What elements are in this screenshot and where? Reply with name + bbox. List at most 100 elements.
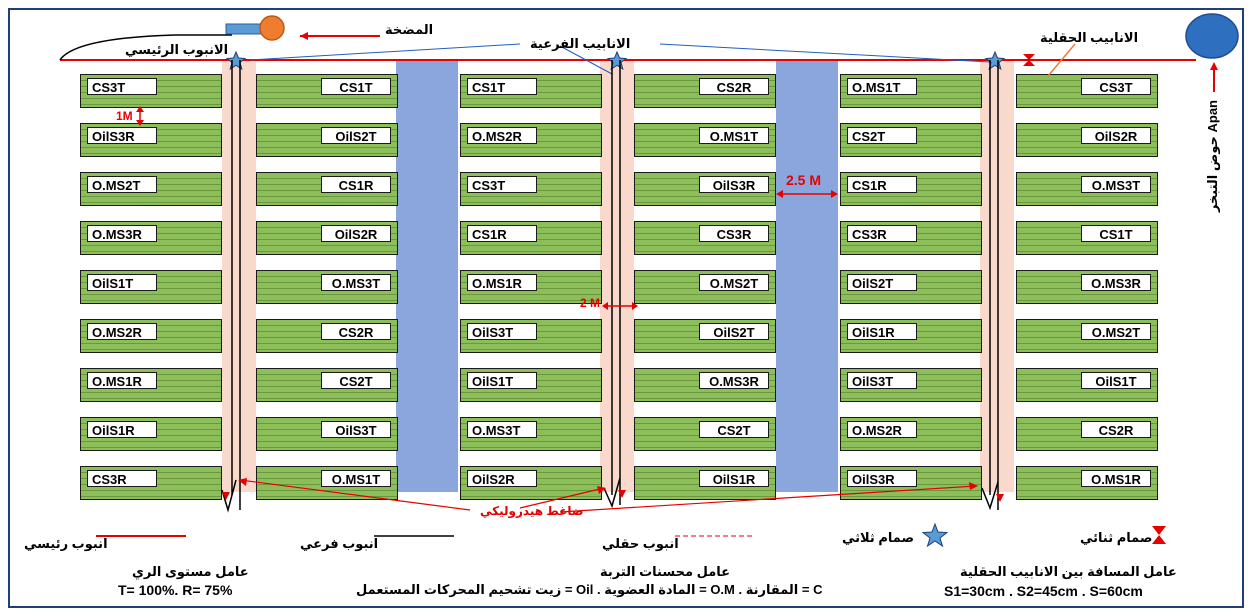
legend-main-pipe-label: انبوب رئيسي — [24, 536, 108, 551]
plot-label: O.MS3T — [1081, 176, 1151, 193]
plot-label: O.MS1T — [847, 78, 917, 95]
plot-cell: O.MS1T — [634, 123, 776, 157]
plot-label: CS3T — [1081, 78, 1151, 95]
plot-label: O.MS1R — [1081, 470, 1151, 487]
plot-cell: OilS3R — [840, 466, 982, 500]
plot-label: OilS3R — [699, 176, 769, 193]
plot-label: OilS1R — [699, 470, 769, 487]
plot-label: CS1R — [847, 176, 917, 193]
plot-cell: OilS1R — [80, 417, 222, 451]
plot-label: CS2T — [699, 421, 769, 438]
soil-factor-title: عامل محسنات التربة — [600, 564, 731, 579]
plot-label: OilS2T — [699, 323, 769, 340]
plot-label: OilS3T — [321, 421, 391, 438]
plot-cell: O.MS2T — [634, 270, 776, 304]
sprayer-icon — [259, 15, 285, 41]
sprayer-label: المضخة — [385, 22, 434, 37]
plot-label: OilS3T — [467, 323, 537, 340]
plot-cell: OilS1T — [1016, 368, 1158, 402]
plot-cell: OilS2T — [634, 319, 776, 353]
plot-label: OilS3R — [87, 127, 157, 144]
plot-cell: CS1T — [256, 74, 398, 108]
plot-cell: OilS1T — [80, 270, 222, 304]
plot-label: O.MS1R — [87, 372, 157, 389]
road-2 — [776, 60, 838, 492]
plot-cell: OilS3R — [80, 123, 222, 157]
plot-label: CS3R — [847, 225, 917, 242]
plot-cell: O.MS3R — [1016, 270, 1158, 304]
plot-label: O.MS2R — [87, 323, 157, 340]
plot-cell: O.MS3T — [256, 270, 398, 304]
plot-cell: CS3R — [80, 466, 222, 500]
plot-cell: CS2T — [840, 123, 982, 157]
plot-cell: OilS2R — [1016, 123, 1158, 157]
legend-double-valve-label: صمام ثنائي — [1080, 530, 1153, 545]
plot-label: CS2R — [699, 78, 769, 95]
plot-label: CS1R — [321, 176, 391, 193]
plot-label: OilS1T — [87, 274, 157, 291]
row-gap-label: 1M — [116, 109, 133, 123]
legend-triple-valve-icon — [921, 522, 949, 548]
plot-cell: OilS1T — [460, 368, 602, 402]
plot-label: CS2R — [1081, 421, 1151, 438]
plot-label: O.MS3R — [87, 225, 157, 242]
spacing-factor-values: S1=30cm . S2=45cm . S=60cm — [944, 583, 1143, 599]
plot-cell: CS3R — [840, 221, 982, 255]
plot-cell: O.MS2R — [460, 123, 602, 157]
triple-valve-icon-1 — [225, 50, 247, 71]
plot-cell: O.MS3R — [80, 221, 222, 255]
plot-cell: CS3T — [80, 74, 222, 108]
plot-label: O.MS2R — [847, 421, 917, 438]
plot-cell: O.MS2T — [80, 172, 222, 206]
plot-label: O.MS3R — [699, 372, 769, 389]
plot-label: OilS1T — [1081, 372, 1151, 389]
plot-label: OilS2R — [1081, 127, 1151, 144]
plot-cell: OilS2T — [256, 123, 398, 157]
basin-icon — [1185, 13, 1239, 59]
plot-label: CS1T — [1081, 225, 1151, 242]
plot-label: OilS1R — [847, 323, 917, 340]
plot-cell: CS2R — [256, 319, 398, 353]
triple-valve-icon-3 — [984, 50, 1006, 71]
plot-label: O.MS1T — [321, 470, 391, 487]
plot-label: OilS1T — [467, 372, 537, 389]
plot-cell: OilS3T — [840, 368, 982, 402]
plot-cell: CS2R — [1016, 417, 1158, 451]
sub-pipes-label: الانابيب الفرعية — [530, 36, 631, 51]
plot-cell: O.MS2R — [80, 319, 222, 353]
plot-label: CS1T — [321, 78, 391, 95]
plot-label: OilS2R — [467, 470, 537, 487]
plot-label: CS3R — [699, 225, 769, 242]
plot-cell: CS1R — [460, 221, 602, 255]
plot-cell: OilS3T — [256, 417, 398, 451]
plot-label: OilS3R — [847, 470, 917, 487]
plot-cell: CS2R — [634, 74, 776, 108]
legend-field-pipe-label: انبوب حقلي — [602, 536, 679, 551]
legend-double-valve-icon — [1152, 526, 1166, 544]
plot-cell: O.MS3R — [634, 368, 776, 402]
irrigation-lane-3 — [980, 60, 1014, 492]
main-pipe-arc — [59, 34, 232, 61]
plot-label: O.MS2T — [699, 274, 769, 291]
plot-cell: OilS3T — [460, 319, 602, 353]
legend-sub-pipe-label: انبوب فرعي — [300, 536, 379, 551]
plot-cell: OilS2R — [460, 466, 602, 500]
soil-factor-values: زيت تشحيم المحركات المستعمل = Oil . الما… — [356, 582, 823, 597]
plot-cell: CS3T — [460, 172, 602, 206]
plot-label: OilS3T — [847, 372, 917, 389]
plot-cell: O.MS1T — [256, 466, 398, 500]
plot-label: CS1R — [467, 225, 537, 242]
plot-cell: O.MS1R — [460, 270, 602, 304]
plot-cell: O.MS3T — [460, 417, 602, 451]
irrigation-factor-title: عامل مستوى الري — [132, 564, 249, 579]
plot-cell: CS3T — [1016, 74, 1158, 108]
plot-cell: OilS2T — [840, 270, 982, 304]
plot-label: O.MS1T — [699, 127, 769, 144]
road-1 — [396, 60, 458, 492]
plot-cell: O.MS3T — [1016, 172, 1158, 206]
plot-cell: OilS3R — [634, 172, 776, 206]
plot-label: OilS2T — [321, 127, 391, 144]
plot-cell: OilS1R — [840, 319, 982, 353]
plot-label: O.MS3R — [1081, 274, 1151, 291]
